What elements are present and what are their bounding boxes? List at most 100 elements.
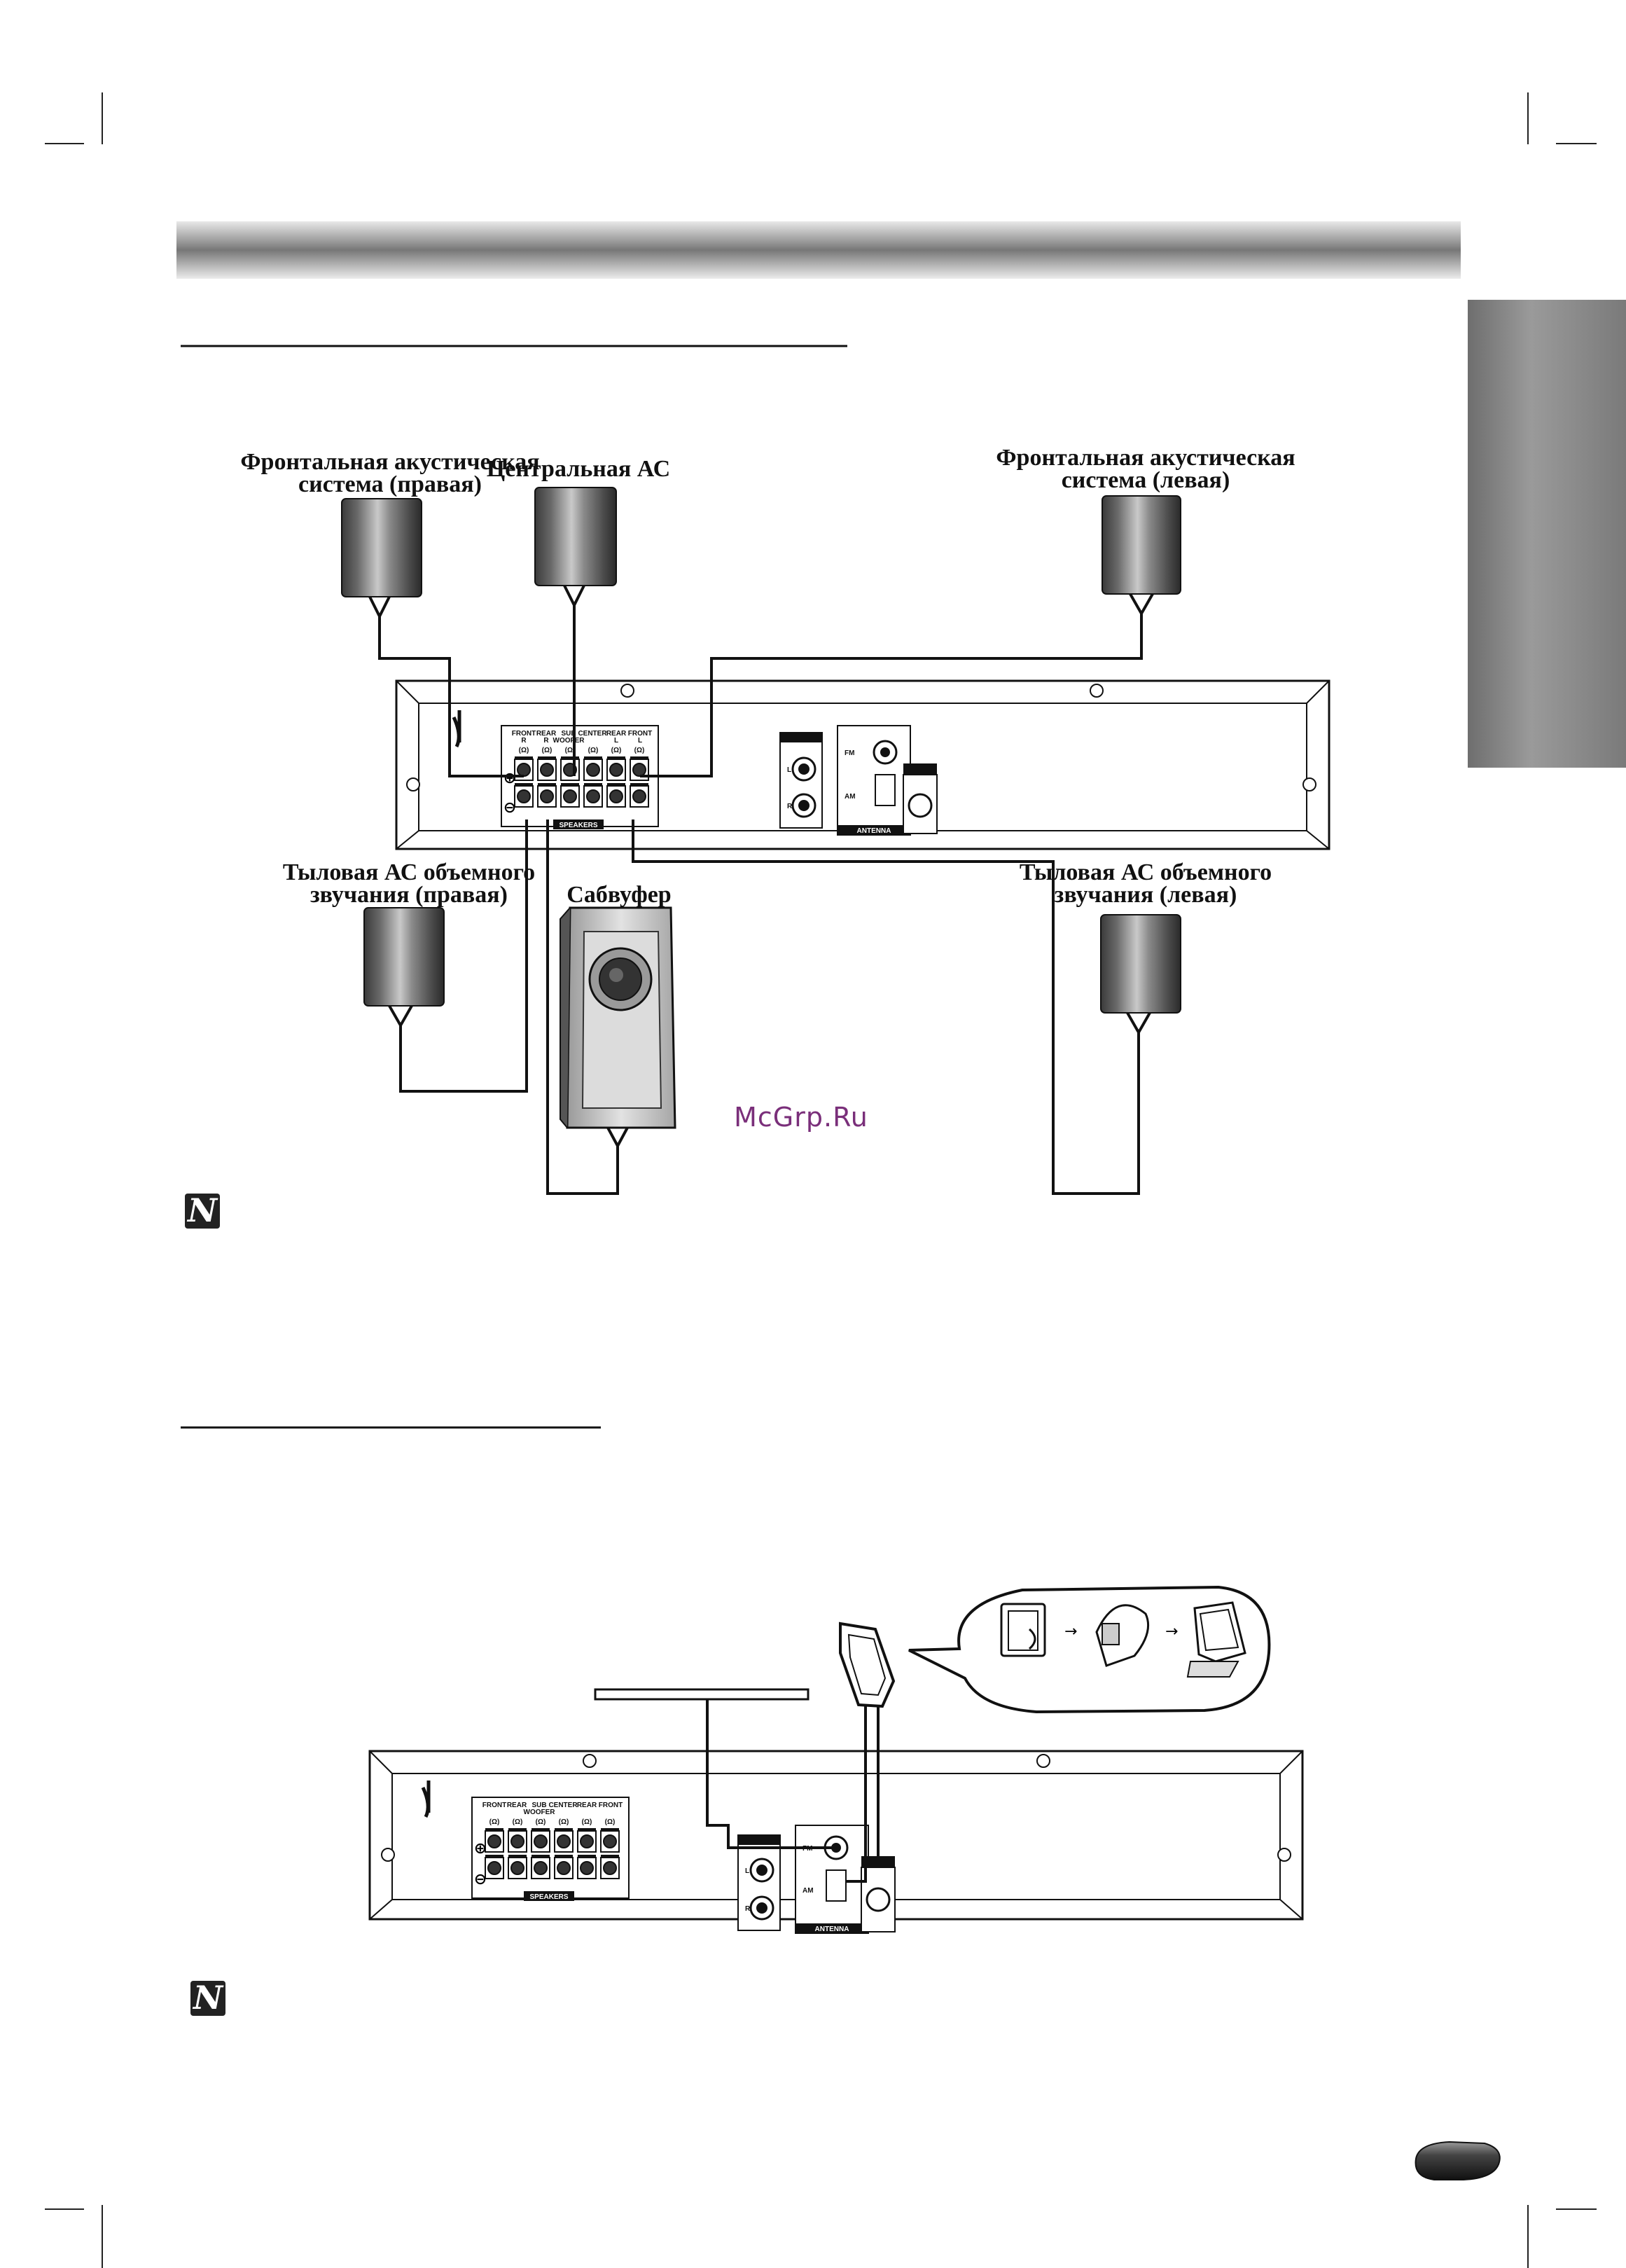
terminal-column: (Ω) bbox=[531, 1818, 550, 1879]
terminal-column: (Ω) bbox=[537, 747, 557, 808]
speaker-terminal-headers-2: FRONT REAR SUB WOOFER CENTER REAR FRONT bbox=[482, 1802, 623, 1816]
antenna-diagram: → → FRONT REAR SUB WOOF bbox=[190, 1585, 1304, 2017]
minus-marker-2: ⊖ bbox=[474, 1871, 487, 1888]
svg-text:FRONT: FRONT bbox=[512, 730, 536, 738]
svg-text:REAR: REAR bbox=[606, 730, 627, 738]
label-front-left-line1: Фронтальная акустическая bbox=[996, 445, 1295, 471]
svg-text:CENTER: CENTER bbox=[548, 1802, 578, 1809]
watermark: McGrp.Ru bbox=[734, 1102, 868, 1133]
ohm-mark: (Ω) bbox=[611, 747, 622, 754]
svg-text:L: L bbox=[787, 766, 791, 774]
svg-text:REAR: REAR bbox=[507, 1802, 527, 1809]
receiver-rear-panel: FRONT REAR SUB WOOFER CENTER REAR FRONT … bbox=[395, 679, 1330, 850]
audio-input-jacks-2: L R bbox=[737, 1834, 781, 1931]
label-center: Центральная АС bbox=[487, 456, 670, 482]
svg-text:N: N bbox=[192, 1979, 224, 2017]
svg-text:R: R bbox=[745, 1905, 751, 1913]
terminal-column: (Ω) bbox=[485, 1818, 504, 1879]
terminal-column: (Ω) bbox=[554, 1818, 574, 1879]
section-header-bar bbox=[176, 221, 1461, 279]
terminal-column: (Ω) bbox=[600, 1818, 620, 1879]
ohm-mark: (Ω) bbox=[582, 1818, 592, 1826]
fm-antenna-wire bbox=[594, 1688, 809, 1701]
speaker-front-right bbox=[341, 498, 422, 620]
svg-text:REAR: REAR bbox=[577, 1802, 597, 1809]
label-rear-left-line2: звучания (левая) bbox=[1055, 882, 1237, 908]
plus-marker-2: ⊕ bbox=[474, 1840, 487, 1858]
speaker-front-left bbox=[1102, 495, 1181, 617]
note-icon-2: N bbox=[190, 1979, 225, 2017]
am-loop-antenna bbox=[839, 1622, 896, 1708]
plus-marker: ⊕ bbox=[503, 770, 516, 787]
speakers-label: SPEAKERS bbox=[559, 822, 597, 829]
speaker-terminal-headers: FRONT REAR SUB WOOFER CENTER REAR FRONT … bbox=[512, 730, 652, 745]
svg-text:R: R bbox=[543, 737, 549, 745]
terminal-column: (Ω) bbox=[583, 747, 603, 808]
svg-text:CENTER: CENTER bbox=[578, 730, 607, 738]
crop-marks bbox=[45, 92, 1597, 2268]
svg-text:ANTENNA: ANTENNA bbox=[815, 1925, 849, 1933]
terminal-column: (Ω) bbox=[508, 1818, 527, 1879]
assembly-bubble: → → bbox=[908, 1585, 1271, 1714]
label-rear-right-line1: Тыловая АС объемного bbox=[283, 859, 535, 885]
svg-text:WOOFER: WOOFER bbox=[553, 737, 585, 745]
audio-input-jacks: L R bbox=[779, 732, 823, 829]
label-front-left-line2: система (левая) bbox=[1062, 467, 1230, 493]
label-subwoofer: Сабвуфер bbox=[567, 882, 671, 908]
ohm-mark: (Ω) bbox=[513, 1818, 523, 1826]
svg-text:R: R bbox=[521, 737, 527, 745]
svg-text:REAR: REAR bbox=[536, 730, 557, 738]
ohm-mark: (Ω) bbox=[542, 747, 553, 754]
label-rear-right-line2: звучания (правая) bbox=[310, 882, 508, 908]
label-front-right-line1: Фронтальная акустическая bbox=[240, 449, 539, 475]
note-icon: N bbox=[185, 1191, 220, 1229]
terminal-column: (Ω) bbox=[577, 1818, 597, 1879]
speaker-terminals: (Ω) (Ω) (Ω) (Ω) (Ω) (Ω) bbox=[514, 747, 649, 808]
speaker-rear-right bbox=[363, 907, 445, 1029]
speaker-center bbox=[534, 487, 617, 609]
svg-text:L: L bbox=[638, 737, 642, 745]
terminal-column: (Ω) bbox=[606, 747, 626, 808]
svg-text:R: R bbox=[787, 803, 793, 810]
svg-text:→: → bbox=[1165, 1623, 1178, 1640]
ohm-mark: (Ω) bbox=[536, 1818, 546, 1826]
svg-text:AM: AM bbox=[845, 793, 856, 801]
speaker-diagram: Фронтальная акустическая система (правая… bbox=[185, 445, 1330, 1229]
antenna-terminals: FM AM ANTENNA bbox=[837, 725, 938, 836]
svg-text:FRONT: FRONT bbox=[482, 1802, 506, 1809]
page-number-badge bbox=[1415, 2141, 1501, 2180]
minus-marker: ⊖ bbox=[503, 799, 516, 817]
svg-text:SUB: SUB bbox=[561, 730, 576, 738]
svg-text:WOOFER: WOOFER bbox=[524, 1809, 556, 1816]
speaker-terminals-2: (Ω) (Ω) (Ω) (Ω) (Ω) (Ω) bbox=[485, 1818, 620, 1879]
terminal-column: (Ω) bbox=[514, 747, 534, 808]
ohm-mark: (Ω) bbox=[565, 747, 576, 754]
ohm-mark: (Ω) bbox=[588, 747, 599, 754]
svg-text:FRONT: FRONT bbox=[628, 730, 652, 738]
svg-text:FM: FM bbox=[845, 749, 854, 757]
svg-text:FRONT: FRONT bbox=[599, 1802, 623, 1809]
svg-text:N: N bbox=[186, 1191, 218, 1229]
speakers-label-2: SPEAKERS bbox=[529, 1893, 568, 1901]
svg-text:AM: AM bbox=[802, 1887, 814, 1895]
ohm-mark: (Ω) bbox=[519, 747, 529, 754]
terminal-column: (Ω) bbox=[630, 747, 649, 808]
side-tab bbox=[1468, 300, 1626, 768]
speaker-wiring bbox=[378, 605, 1143, 1195]
label-rear-left-line1: Тыловая АС объемного bbox=[1020, 859, 1272, 885]
svg-text:L: L bbox=[745, 1867, 749, 1875]
svg-text:L: L bbox=[614, 737, 618, 745]
subwoofer-cabinet bbox=[560, 906, 676, 1149]
ohm-mark: (Ω) bbox=[605, 1818, 616, 1826]
ohm-mark: (Ω) bbox=[634, 747, 645, 754]
svg-text:→: → bbox=[1064, 1623, 1077, 1640]
antenna-wiring bbox=[706, 1699, 880, 1883]
ohm-mark: (Ω) bbox=[489, 1818, 500, 1826]
ohm-mark: (Ω) bbox=[559, 1818, 569, 1826]
receiver-rear-panel-2: FRONT REAR SUB WOOFER CENTER REAR FRONT … bbox=[368, 1750, 1304, 1934]
svg-text:SUB: SUB bbox=[531, 1802, 546, 1809]
svg-text:ANTENNA: ANTENNA bbox=[857, 827, 891, 835]
speaker-rear-left bbox=[1100, 914, 1181, 1036]
